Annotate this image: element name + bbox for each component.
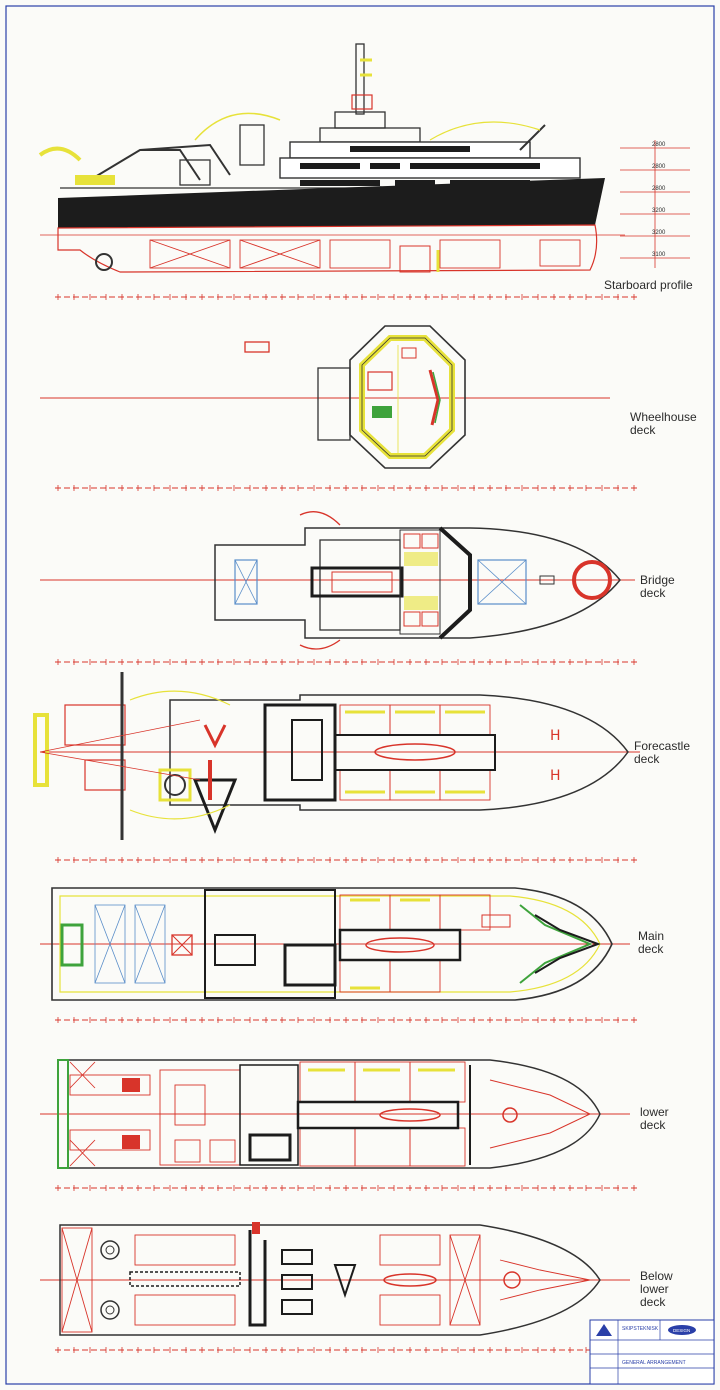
title-block: SKIPSTEKNISK DESIGN GENERAL ARRANGEMENT [589,1319,715,1385]
below-lower-deck-plan [40,1222,630,1336]
level-mark: 3200 [652,208,666,214]
label-bridge-deck: Bridge deck [640,573,675,600]
bridge-deck-plan [40,511,635,650]
label-wheelhouse-deck: Wheelhouse deck [630,410,697,437]
label-forecastle-deck: Forecastle deck [634,739,691,766]
label-below-lower-deck: Below lower deck [640,1269,673,1309]
label-starboard-profile: Starboard profile [604,278,693,292]
level-mark: 2800 [652,164,666,170]
company-name: SKIPSTEKNISK [622,1326,659,1332]
sheet-frame [5,5,715,1385]
frame-scales [55,294,640,1353]
svg-text:H: H [550,768,561,784]
logo-text: DESIGN [673,1328,690,1333]
starboard-profile-view [38,43,690,273]
design-logo-icon [668,1325,696,1335]
level-mark: 2800 [652,142,666,148]
wheelhouse-deck-plan [40,325,610,469]
drawing-title: GENERAL ARRANGEMENT [622,1360,686,1366]
main-deck-plan [40,887,630,1001]
lower-deck-plan [40,1059,630,1169]
label-main-deck: Main deck [638,929,665,956]
svg-text:H: H [550,728,561,744]
level-mark: 2800 [652,186,666,192]
forecastle-deck-plan: H H [33,672,640,840]
label-lower-deck: lower deck [640,1105,669,1132]
level-mark: 3100 [652,252,666,258]
level-mark: 3200 [652,230,666,236]
company-logo-icon [596,1324,612,1336]
